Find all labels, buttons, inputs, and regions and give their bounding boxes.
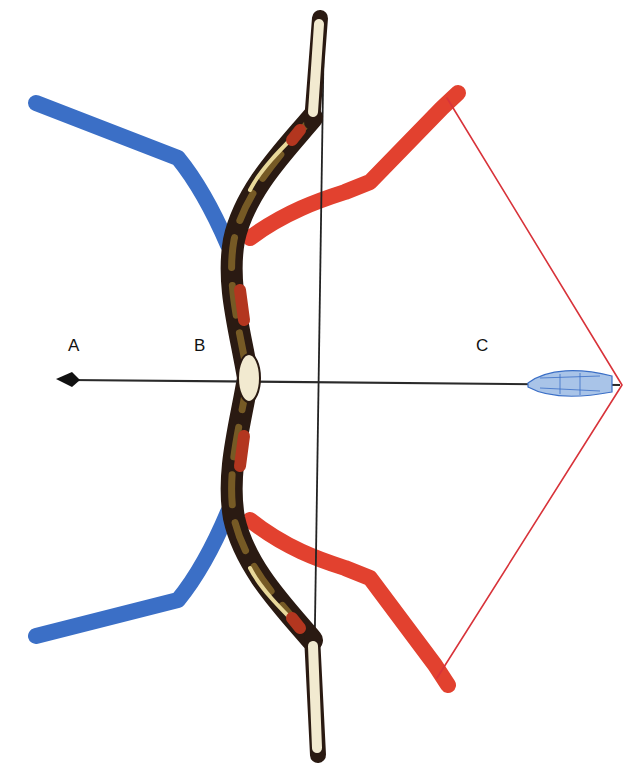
bow-string <box>313 22 324 755</box>
arrow <box>56 371 620 396</box>
braced-bow <box>232 18 320 755</box>
part-label: C <box>474 336 490 355</box>
unstrung-limbs <box>36 103 228 636</box>
drawn-bow <box>250 93 622 685</box>
part-label: A <box>66 336 81 355</box>
part-label: B <box>192 336 207 355</box>
grip <box>238 354 260 402</box>
